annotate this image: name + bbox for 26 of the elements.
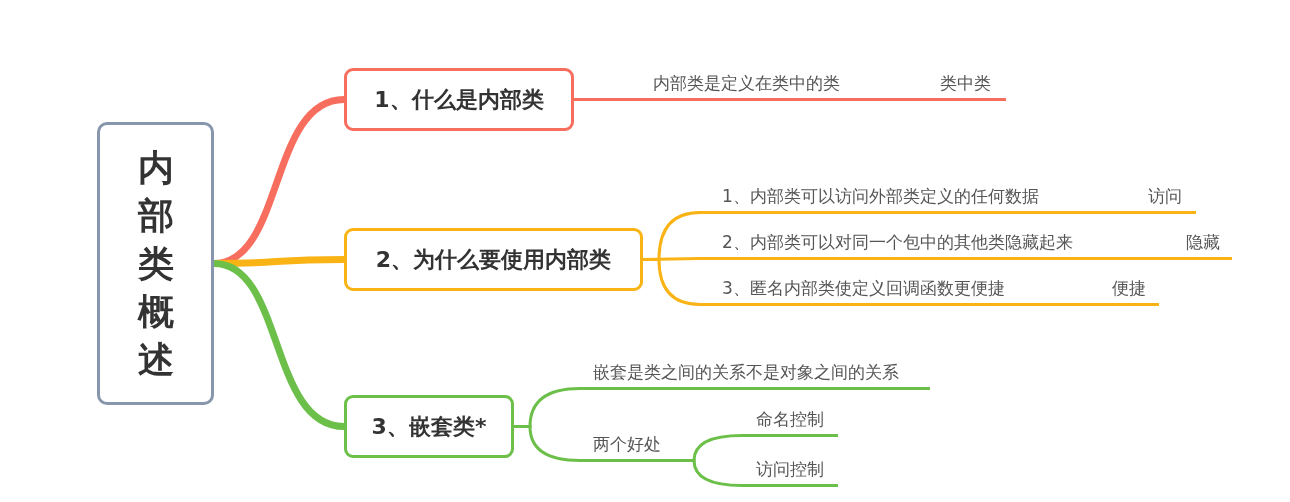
branch-line — [860, 98, 928, 101]
branch-line — [643, 258, 701, 306]
branch-line — [1118, 257, 1170, 260]
underlined-subtopic: 命名控制 — [742, 407, 838, 437]
branch-line — [1080, 211, 1132, 214]
underlined-subtopic: 访问 — [1132, 184, 1196, 214]
branch-line — [514, 425, 581, 462]
topic-box: 1、什么是内部类 — [344, 68, 574, 131]
central-topic-box: 内部类概述 — [97, 122, 214, 405]
underlined-subtopic: 隐藏 — [1170, 230, 1232, 260]
underlined-subtopic: 两个好处 — [580, 432, 690, 462]
underlined-subtopic: 3、匿名内部类使定义回调函数更便捷 — [700, 276, 1042, 306]
branch-line — [213, 260, 345, 430]
underlined-subtopic: 2、内部类可以对同一个包中的其他类隐藏起来 — [700, 230, 1118, 260]
underlined-subtopic: 访问控制 — [742, 457, 838, 487]
underlined-subtopic: 嵌套是类之间的关系不是对象之间的关系 — [580, 360, 930, 390]
underlined-subtopic: 类中类 — [928, 71, 1006, 101]
underlined-subtopic: 便捷 — [1096, 276, 1159, 306]
branch-line — [690, 459, 743, 487]
topic-box: 2、为什么要使用内部类 — [344, 228, 643, 291]
branch-line — [690, 434, 743, 462]
underlined-subtopic: 1、内部类可以访问外部类定义的任何数据 — [700, 184, 1080, 214]
branch-line — [574, 98, 645, 101]
topic-box: 3、嵌套类* — [344, 395, 514, 458]
underlined-subtopic: 内部类是定义在类中的类 — [645, 71, 860, 101]
branch-line — [1042, 303, 1096, 306]
